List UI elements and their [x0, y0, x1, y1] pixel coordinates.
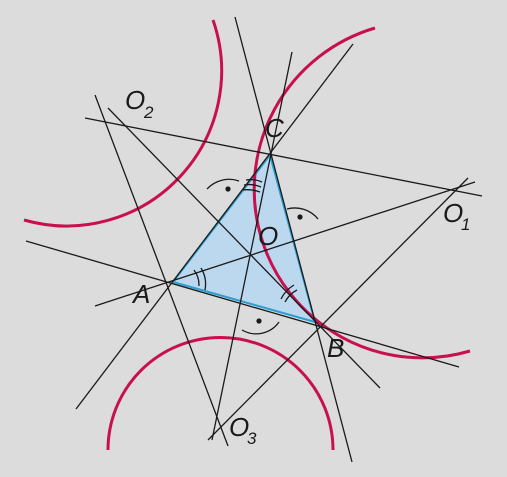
right-angle-dots	[225, 186, 303, 324]
line-o2-o3	[94, 94, 229, 447]
bisector-arc-b-2	[280, 284, 295, 300]
bisector-arc-c-2	[243, 183, 262, 188]
line-a-o1	[94, 181, 476, 307]
excircle-o1-arc	[252, 26, 471, 360]
label-o1-main: O	[443, 198, 463, 228]
excircle-arcs	[23, 19, 471, 451]
line-ab-extended	[25, 240, 460, 368]
line-o2-o1	[84, 117, 483, 197]
right-angle-c-right	[286, 207, 319, 220]
line-b-o2	[107, 107, 381, 389]
label-o3: O 3	[229, 412, 257, 448]
bisector-arc-c-3	[242, 189, 261, 193]
label-b: B	[327, 333, 344, 363]
line-o1-o3	[207, 177, 469, 441]
label-o2-main: O	[125, 85, 145, 115]
bisector-arc-c-1	[245, 178, 263, 183]
bisector-arc-a-1	[193, 269, 200, 287]
label-c: C	[265, 113, 284, 143]
excircle-o2-arc	[23, 19, 224, 228]
right-angle-b	[241, 321, 280, 335]
dot-c-left	[225, 186, 231, 192]
bisector-arc-a-2	[200, 267, 207, 291]
construction-lines	[25, 16, 483, 463]
line-bc-extended	[234, 16, 353, 463]
dot-c-right	[297, 214, 303, 220]
bisector-arc-b-1	[284, 289, 298, 303]
right-angle-c-left	[206, 178, 240, 190]
label-o3-sub: 3	[247, 429, 257, 448]
line-c-o3	[211, 51, 293, 441]
angle-marks	[193, 178, 319, 335]
excircle-o3-arc	[106, 336, 335, 451]
label-o1: O 1	[443, 198, 470, 234]
label-o: O	[258, 221, 278, 251]
label-o2-sub: 2	[143, 103, 154, 122]
label-o2: O 2	[125, 85, 154, 122]
label-o3-main: O	[229, 412, 249, 442]
label-o1-sub: 1	[461, 215, 470, 234]
line-ac-extended	[75, 43, 354, 410]
dot-b	[256, 318, 262, 324]
label-a: A	[131, 279, 150, 309]
